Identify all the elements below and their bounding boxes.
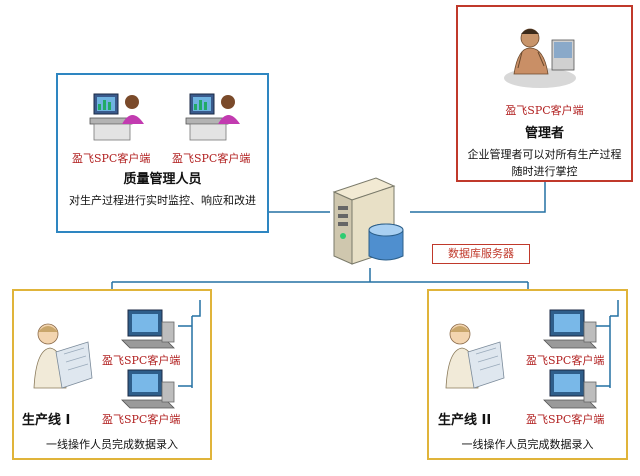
production-line-1-description: 一线操作人员完成数据录入 <box>46 438 178 451</box>
manager-at-desk-icon <box>504 28 576 88</box>
database-server-label: 数据库服务器 <box>432 244 530 264</box>
manager-title: 管理者 <box>524 126 564 141</box>
manager-box <box>456 5 633 182</box>
database-server-icon <box>332 177 404 265</box>
workstation-icon <box>185 93 240 141</box>
workstation-icon <box>89 93 144 141</box>
computer-icon <box>543 369 597 409</box>
manager-description: 企业管理者可以对所有生产过程随时进行掌控 <box>467 148 622 178</box>
quality-staff-title: 质量管理人员 <box>123 172 202 187</box>
client-label: 盈飞SPC客户端 <box>72 152 151 165</box>
client-label: 盈飞SPC客户端 <box>172 152 251 165</box>
client-label: 盈飞SPC客户端 <box>102 354 181 367</box>
line-2-connector <box>596 300 619 388</box>
operator-icon <box>33 323 93 389</box>
computer-icon <box>121 369 175 409</box>
operator-icon <box>445 323 505 389</box>
production-line-1-title: 生产线 I <box>22 413 71 428</box>
quality-staff-description: 对生产过程进行实时监控、响应和改进 <box>69 194 256 207</box>
client-label: 盈飞SPC客户端 <box>526 413 605 426</box>
client-label: 盈飞SPC客户端 <box>102 413 181 426</box>
computer-icon <box>543 309 597 349</box>
line-1-connector <box>178 300 201 388</box>
client-label: 盈飞SPC客户端 <box>505 104 584 117</box>
client-label: 盈飞SPC客户端 <box>526 354 605 367</box>
production-line-2-description: 一线操作人员完成数据录入 <box>461 438 594 451</box>
connector-manager-server <box>410 182 546 213</box>
computer-icon <box>121 309 175 349</box>
production-line-2-title: 生产线 II <box>438 413 492 428</box>
